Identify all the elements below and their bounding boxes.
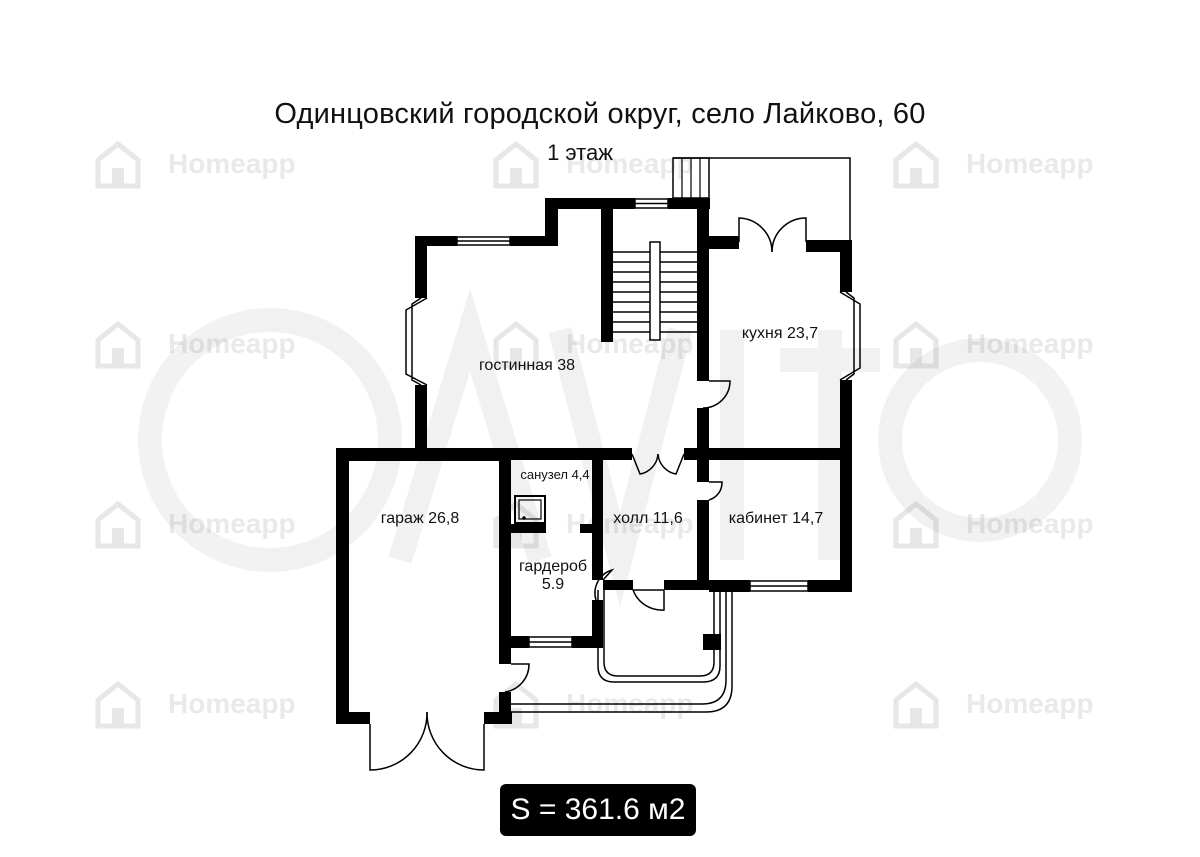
avito-watermark	[138, 288, 1082, 608]
watermark-text: Homeapp	[566, 328, 694, 359]
house-icon	[893, 680, 939, 729]
watermark-logo: Homeapp	[890, 318, 1094, 370]
porch	[511, 590, 733, 713]
watermark-logo: Homeapp	[890, 138, 1094, 190]
watermark-logo: Homeapp	[490, 498, 694, 550]
floor-label: 1 этаж	[547, 140, 613, 165]
watermark-text: Homeapp	[566, 508, 694, 539]
house-icon	[95, 140, 141, 189]
room-label-kitchen: кухня 23,7	[741, 325, 819, 342]
house-icon	[95, 500, 141, 549]
shower-tray	[514, 495, 546, 524]
walls	[336, 198, 852, 724]
house-icon	[893, 140, 939, 189]
room-label-garage: гараж 26,8	[380, 510, 460, 527]
watermark-text: Homeapp	[966, 328, 1094, 359]
watermark-text: Homeapp	[966, 508, 1094, 539]
watermark-text: Homeapp	[966, 148, 1094, 179]
watermark-logo: Homeapp	[92, 498, 296, 550]
watermark-text: Homeapp	[168, 688, 296, 719]
watermark-text: Homeapp	[168, 328, 296, 359]
watermark-logo: Homeapp	[92, 138, 296, 190]
doors	[369, 217, 807, 771]
watermark-logo: Homeapp	[92, 678, 296, 730]
bay-windows	[405, 291, 861, 386]
watermark-logo: Homeapp	[490, 318, 694, 370]
windows	[456, 198, 809, 648]
watermark-logo: Homeapp	[92, 318, 296, 370]
house-icon	[493, 320, 539, 369]
total-area-badge: S = 361.6 м2	[500, 784, 696, 836]
room-label-bathroom: санузел 4,4	[520, 467, 590, 482]
watermark-logo: Homeapp	[890, 678, 1094, 730]
house-icon	[95, 320, 141, 369]
room-label-wardrobe: гардероб 5.9	[508, 558, 598, 594]
house-icon	[493, 140, 539, 189]
room-label-hall: холл 11,6	[613, 510, 683, 527]
house-icon	[893, 320, 939, 369]
house-icon	[95, 680, 141, 729]
house-icon	[893, 500, 939, 549]
page-title: Одинцовский городской округ, село Лайков…	[274, 98, 926, 130]
room-label-living: гостинная 38	[478, 357, 576, 374]
watermark-text: Homeapp	[168, 148, 296, 179]
wardrobe-name: гардероб	[518, 558, 588, 575]
watermark-text: Homeapp	[966, 688, 1094, 719]
watermark-logo: Homeapp	[890, 498, 1094, 550]
wardrobe-area: 5.9	[541, 576, 565, 593]
watermark-text: Homeapp	[168, 508, 296, 539]
staircase	[613, 241, 697, 341]
room-label-study: кабинет 14,7	[728, 510, 824, 527]
